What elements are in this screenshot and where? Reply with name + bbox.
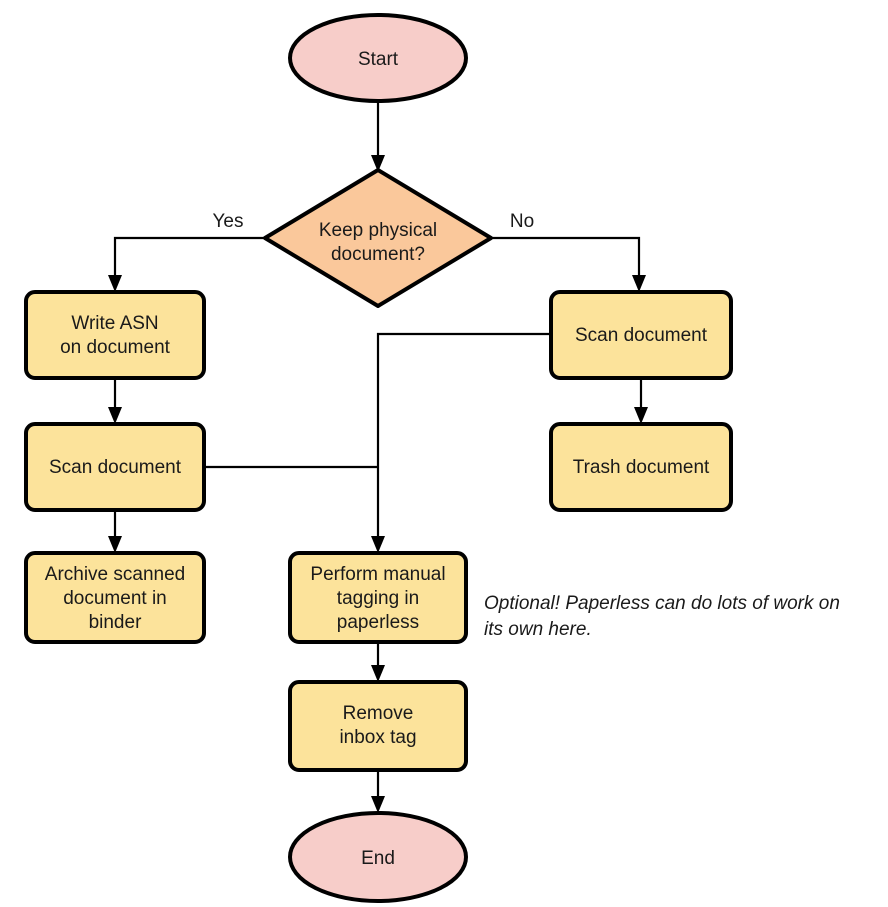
decision-label-line1: Keep physical (319, 220, 437, 241)
archive-label-line1: Archive scanned (45, 564, 185, 585)
edge-remove-tag-to-end (371, 770, 385, 813)
edge-start-to-decision (371, 101, 385, 172)
annotation-line1: Optional! Paperless can do lots of work … (484, 593, 840, 614)
node-write-asn-on-document[interactable]: Write ASN on document (24, 290, 206, 380)
node-end[interactable]: End (288, 811, 468, 903)
annotation-optional-note: Optional! Paperless can do lots of work … (484, 593, 840, 640)
scan-document-left-label: Scan document (49, 457, 182, 478)
decision-label-line2: document? (331, 244, 425, 265)
node-perform-manual-tagging[interactable]: Perform manual tagging in paperless (288, 551, 468, 644)
tagging-box (288, 551, 468, 644)
edge-scan-right-to-tagging (371, 332, 551, 553)
scan-document-right-box (549, 290, 733, 380)
write-asn-label-line1: Write ASN (71, 313, 158, 334)
start-ellipse (288, 13, 468, 103)
edge-tagging-to-remove-tag (371, 642, 385, 682)
edge-scan-right-to-trash (634, 378, 648, 424)
node-archive-scanned-document[interactable]: Archive scanned document in binder (24, 551, 206, 644)
annotation-line2: its own here. (484, 619, 592, 640)
edge-label-yes: Yes (213, 211, 244, 232)
tagging-label-line2: tagging in (337, 588, 419, 609)
edge-label-no: No (510, 211, 534, 232)
remove-inbox-tag-box (288, 680, 468, 772)
remove-inbox-tag-label-line1: Remove (343, 703, 414, 724)
tagging-label-line3: paperless (337, 612, 419, 633)
tagging-label-line1: Perform manual (310, 564, 445, 585)
archive-box (24, 551, 206, 644)
remove-inbox-tag-label-line2: inbox tag (339, 727, 416, 748)
trash-document-box (549, 422, 733, 512)
edge-decision-no-to-scan-right: No (491, 211, 646, 292)
end-ellipse (288, 811, 468, 903)
archive-label-line2: document in (63, 588, 167, 609)
node-trash-document[interactable]: Trash document (549, 422, 733, 512)
node-scan-document-right[interactable]: Scan document (549, 290, 733, 380)
decision-diamond (263, 168, 493, 308)
node-decision-keep-physical-document[interactable]: Keep physical document? (263, 168, 493, 308)
edge-scan-left-to-archive (108, 510, 122, 553)
edge-decision-yes-to-write-asn: Yes (108, 211, 265, 292)
node-scan-document-left[interactable]: Scan document (24, 422, 206, 512)
node-start[interactable]: Start (288, 13, 468, 103)
node-remove-inbox-tag[interactable]: Remove inbox tag (288, 680, 468, 772)
archive-label-line3: binder (89, 612, 142, 633)
write-asn-label-line2: on document (60, 337, 171, 358)
scan-document-right-label: Scan document (575, 325, 708, 346)
edge-write-asn-to-scan-left (108, 378, 122, 424)
start-label: Start (358, 49, 399, 70)
write-asn-box (24, 290, 206, 380)
scan-document-left-box (24, 422, 206, 512)
trash-document-label: Trash document (573, 457, 710, 478)
end-label: End (361, 848, 395, 869)
